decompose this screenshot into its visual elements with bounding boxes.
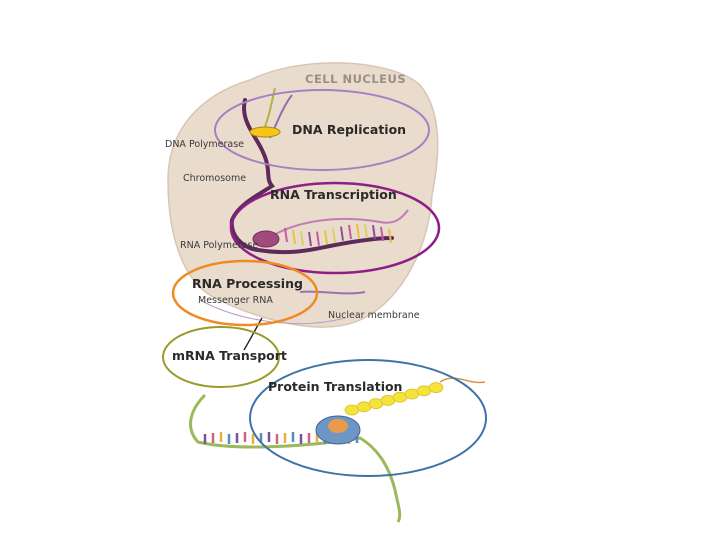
rna-processing-ring (171, 259, 319, 327)
messenger-rna-label: Messenger RNA (198, 295, 273, 306)
cell-nucleus-title: CELL NUCLEUS (305, 72, 407, 86)
cytoplasm-mrna-strand (189, 393, 402, 523)
rna-base-pairs (284, 223, 392, 247)
ribosome-subunit-icon (328, 419, 348, 433)
rna-polymerase-label: RNA Polymerase (180, 240, 259, 251)
rna-transcription-label: RNA Transcription (270, 187, 397, 202)
dna-replication-ring (214, 89, 430, 171)
protein-translation-ring (249, 359, 487, 477)
rna-transcription-ring (229, 181, 441, 275)
export-arrow (243, 317, 263, 351)
polypeptide-chain (344, 382, 444, 416)
nuclear-membrane-label: Nuclear membrane (328, 310, 420, 321)
mrna-transport-label: mRNA Transport (172, 348, 287, 363)
chromosome-label: Chromosome (183, 173, 247, 184)
nuclear-membrane-edge (199, 299, 346, 325)
dna-polymerase-icon (249, 126, 281, 138)
dna-replication-label: DNA Replication (292, 122, 407, 137)
messenger-rna-strand (299, 290, 366, 295)
rna-processing-label: RNA Processing (192, 276, 303, 291)
dna-polymerase-label: DNA Polymerase (165, 139, 245, 150)
protein-translation-label: Protein Translation (268, 379, 403, 394)
amino-acid-bead (428, 382, 444, 394)
polypeptide-tail (439, 377, 486, 384)
rna-transcript (271, 209, 409, 237)
mrna-transport-ring (162, 326, 280, 388)
rna-polymerase-icon (252, 230, 280, 248)
